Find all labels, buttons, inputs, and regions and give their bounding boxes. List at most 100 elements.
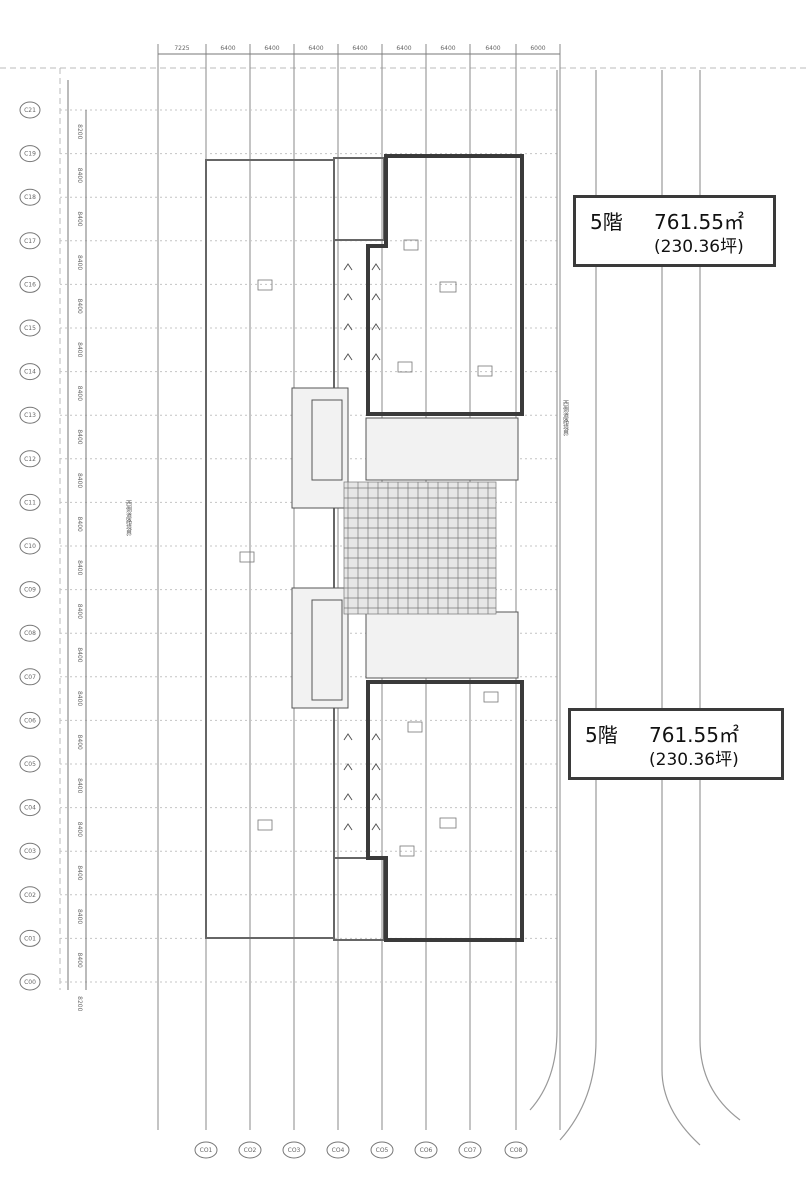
corridor-mark: [371, 733, 381, 741]
row-axis-label: C12: [24, 456, 36, 463]
row-dimension-label: 8200: [76, 996, 83, 1011]
row-dimension-label: 8400: [76, 168, 83, 183]
leased-area-lower: [366, 680, 524, 942]
row-axis-circle: [19, 145, 41, 163]
corridor-mark: [343, 293, 353, 301]
column-axis-circle: [414, 1141, 438, 1159]
leased-area-upper: [366, 154, 524, 416]
floor-label: 5階: [590, 210, 623, 234]
row-dimension-label: 8400: [76, 560, 83, 575]
row-axis-label: C03: [24, 848, 36, 855]
column-axis-circle: [370, 1141, 394, 1159]
row-axis-label: C11: [24, 499, 36, 506]
column-axis-label: CO1: [200, 1147, 213, 1154]
row-axis-label: C08: [24, 630, 36, 637]
corridor-mark: [371, 763, 381, 771]
row-axis-label: C06: [24, 717, 36, 724]
column-axis-circle: [282, 1141, 306, 1159]
row-dimension-label: 8400: [76, 865, 83, 880]
row-dimension-label: 8400: [76, 735, 83, 750]
row-axis-circle: [19, 406, 41, 424]
corridor-mark: [371, 353, 381, 361]
top-dimension-label: 6400: [352, 45, 367, 52]
row-dimension-label: 8400: [76, 604, 83, 619]
area-label-lower: 5階 761.55㎡ (230.36坪): [568, 708, 784, 780]
top-dimension-label: 6400: [485, 45, 500, 52]
row-axis-circle: [19, 493, 41, 511]
boundary-lines: [0, 67, 810, 990]
floor-label: 5階: [585, 723, 618, 747]
column-axis-label: CO5: [376, 1147, 389, 1154]
upper-core: [291, 387, 519, 509]
top-dimension-label: 6400: [396, 45, 411, 52]
row-axis-circle: [19, 886, 41, 904]
column-axis-circle: [458, 1141, 482, 1159]
row-axis-circle: [19, 319, 41, 337]
corridor-mark: [343, 263, 353, 271]
row-dimension-label: 8400: [76, 299, 83, 314]
row-axis-label: C01: [24, 935, 36, 942]
row-axis-label: C13: [24, 412, 36, 419]
corridor-mark: [343, 793, 353, 801]
row-dimension-label: 8400: [76, 953, 83, 968]
lower-core: [291, 587, 519, 709]
road-curves: [529, 70, 741, 1146]
row-dimension-label: 8400: [76, 647, 83, 662]
tsubo-value: (230.36坪): [649, 750, 739, 770]
row-axis-circle: [19, 101, 41, 119]
column-axis-circle: [238, 1141, 262, 1159]
row-dimension-label: 8200: [76, 124, 83, 139]
corridor-mark: [371, 823, 381, 831]
row-axis-circle: [19, 581, 41, 599]
row-axis-circle: [19, 624, 41, 642]
row-dimension-label: 8400: [76, 429, 83, 444]
row-axis-label: C02: [24, 892, 36, 899]
corridor-mark: [371, 793, 381, 801]
corridor-mark: [343, 353, 353, 361]
row-axis-markers: C21C19C18C17C16C15C14C13C12C11C10C09C08C…: [19, 101, 41, 991]
top-dimension-label: 6400: [264, 45, 279, 52]
row-axis-circle: [19, 232, 41, 250]
row-axis-circle: [19, 755, 41, 773]
column-axis-circle: [504, 1141, 528, 1159]
row-axis-circle: [19, 799, 41, 817]
top-dimension-label: 6400: [440, 45, 455, 52]
row-dimension-label: 8400: [76, 473, 83, 488]
row-axis-label: C00: [24, 979, 36, 986]
row-dimension-label: 8400: [76, 386, 83, 401]
row-axis-circle: [19, 275, 41, 293]
column-axis-label: CO7: [464, 1147, 477, 1154]
top-dimension-label: 6400: [308, 45, 323, 52]
row-axis-label: C14: [24, 369, 36, 376]
tsubo-value: (230.36坪): [654, 237, 744, 257]
column-axis-label: CO2: [244, 1147, 257, 1154]
row-dimension-label: 8400: [76, 691, 83, 706]
row-axis-circle: [19, 929, 41, 947]
column-axis-label: CO6: [420, 1147, 433, 1154]
row-axis-circle: [19, 450, 41, 468]
area-label-upper: 5階 761.55㎡ (230.36坪): [573, 195, 776, 267]
top-dimension-label: 6400: [220, 45, 235, 52]
row-axis-label: C09: [24, 587, 36, 594]
row-axis-label: C19: [24, 151, 36, 158]
row-axis-circle: [19, 188, 41, 206]
row-axis-label: C07: [24, 674, 36, 681]
left-dimension-lines: [67, 80, 87, 990]
row-axis-label: C18: [24, 194, 36, 201]
row-dimension-label: 8400: [76, 255, 83, 270]
area-value: 761.55㎡: [654, 210, 744, 234]
central-atrium: [343, 481, 497, 615]
corridor-mark: [343, 323, 353, 331]
road-label-west: 西側道路境界: [125, 500, 132, 537]
column-axis-label: CO4: [332, 1147, 345, 1154]
row-axis-label: C05: [24, 761, 36, 768]
row-dimension-label: 8400: [76, 822, 83, 837]
row-axis-circle: [19, 537, 41, 555]
area-value: 761.55㎡: [649, 723, 739, 747]
room-tags: [239, 239, 499, 857]
row-axis-label: C21: [24, 107, 36, 114]
row-dimension-label: 8400: [76, 778, 83, 793]
column-axis-circle: [326, 1141, 350, 1159]
